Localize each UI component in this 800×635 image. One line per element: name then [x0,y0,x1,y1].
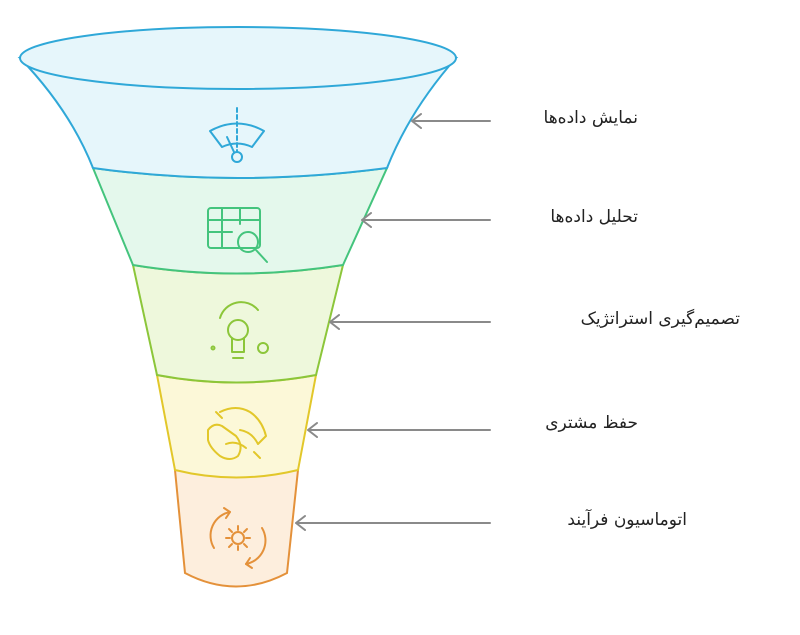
arrow-3 [329,314,491,330]
stage-label-5: اتوماسیون فرآیند [567,510,687,530]
funnel-stage-3 [131,263,345,384]
lightbulb-icon [210,301,269,359]
arrow-4 [307,422,491,438]
arrow-1 [411,113,491,129]
funnel-rim [19,26,457,90]
funnel-stage-5 [173,469,300,588]
connector-arrows [295,113,491,531]
funnel-stage-4 [155,373,318,479]
handshake-icon [207,407,267,460]
process-gear-icon [209,507,267,569]
dashboard-gauge-icon [209,107,265,163]
arrow-5 [295,515,491,531]
stage-label-3: تصمیم‌گیری استراتژیک [580,309,740,329]
arrow-2 [361,212,491,228]
stage-label-1: نمایش داده‌ها [543,108,638,128]
table-search-icon [207,207,268,263]
stage-label-4: حفظ مشتری [545,413,638,433]
stage-label-2: تحلیل داده‌ها [550,207,638,227]
